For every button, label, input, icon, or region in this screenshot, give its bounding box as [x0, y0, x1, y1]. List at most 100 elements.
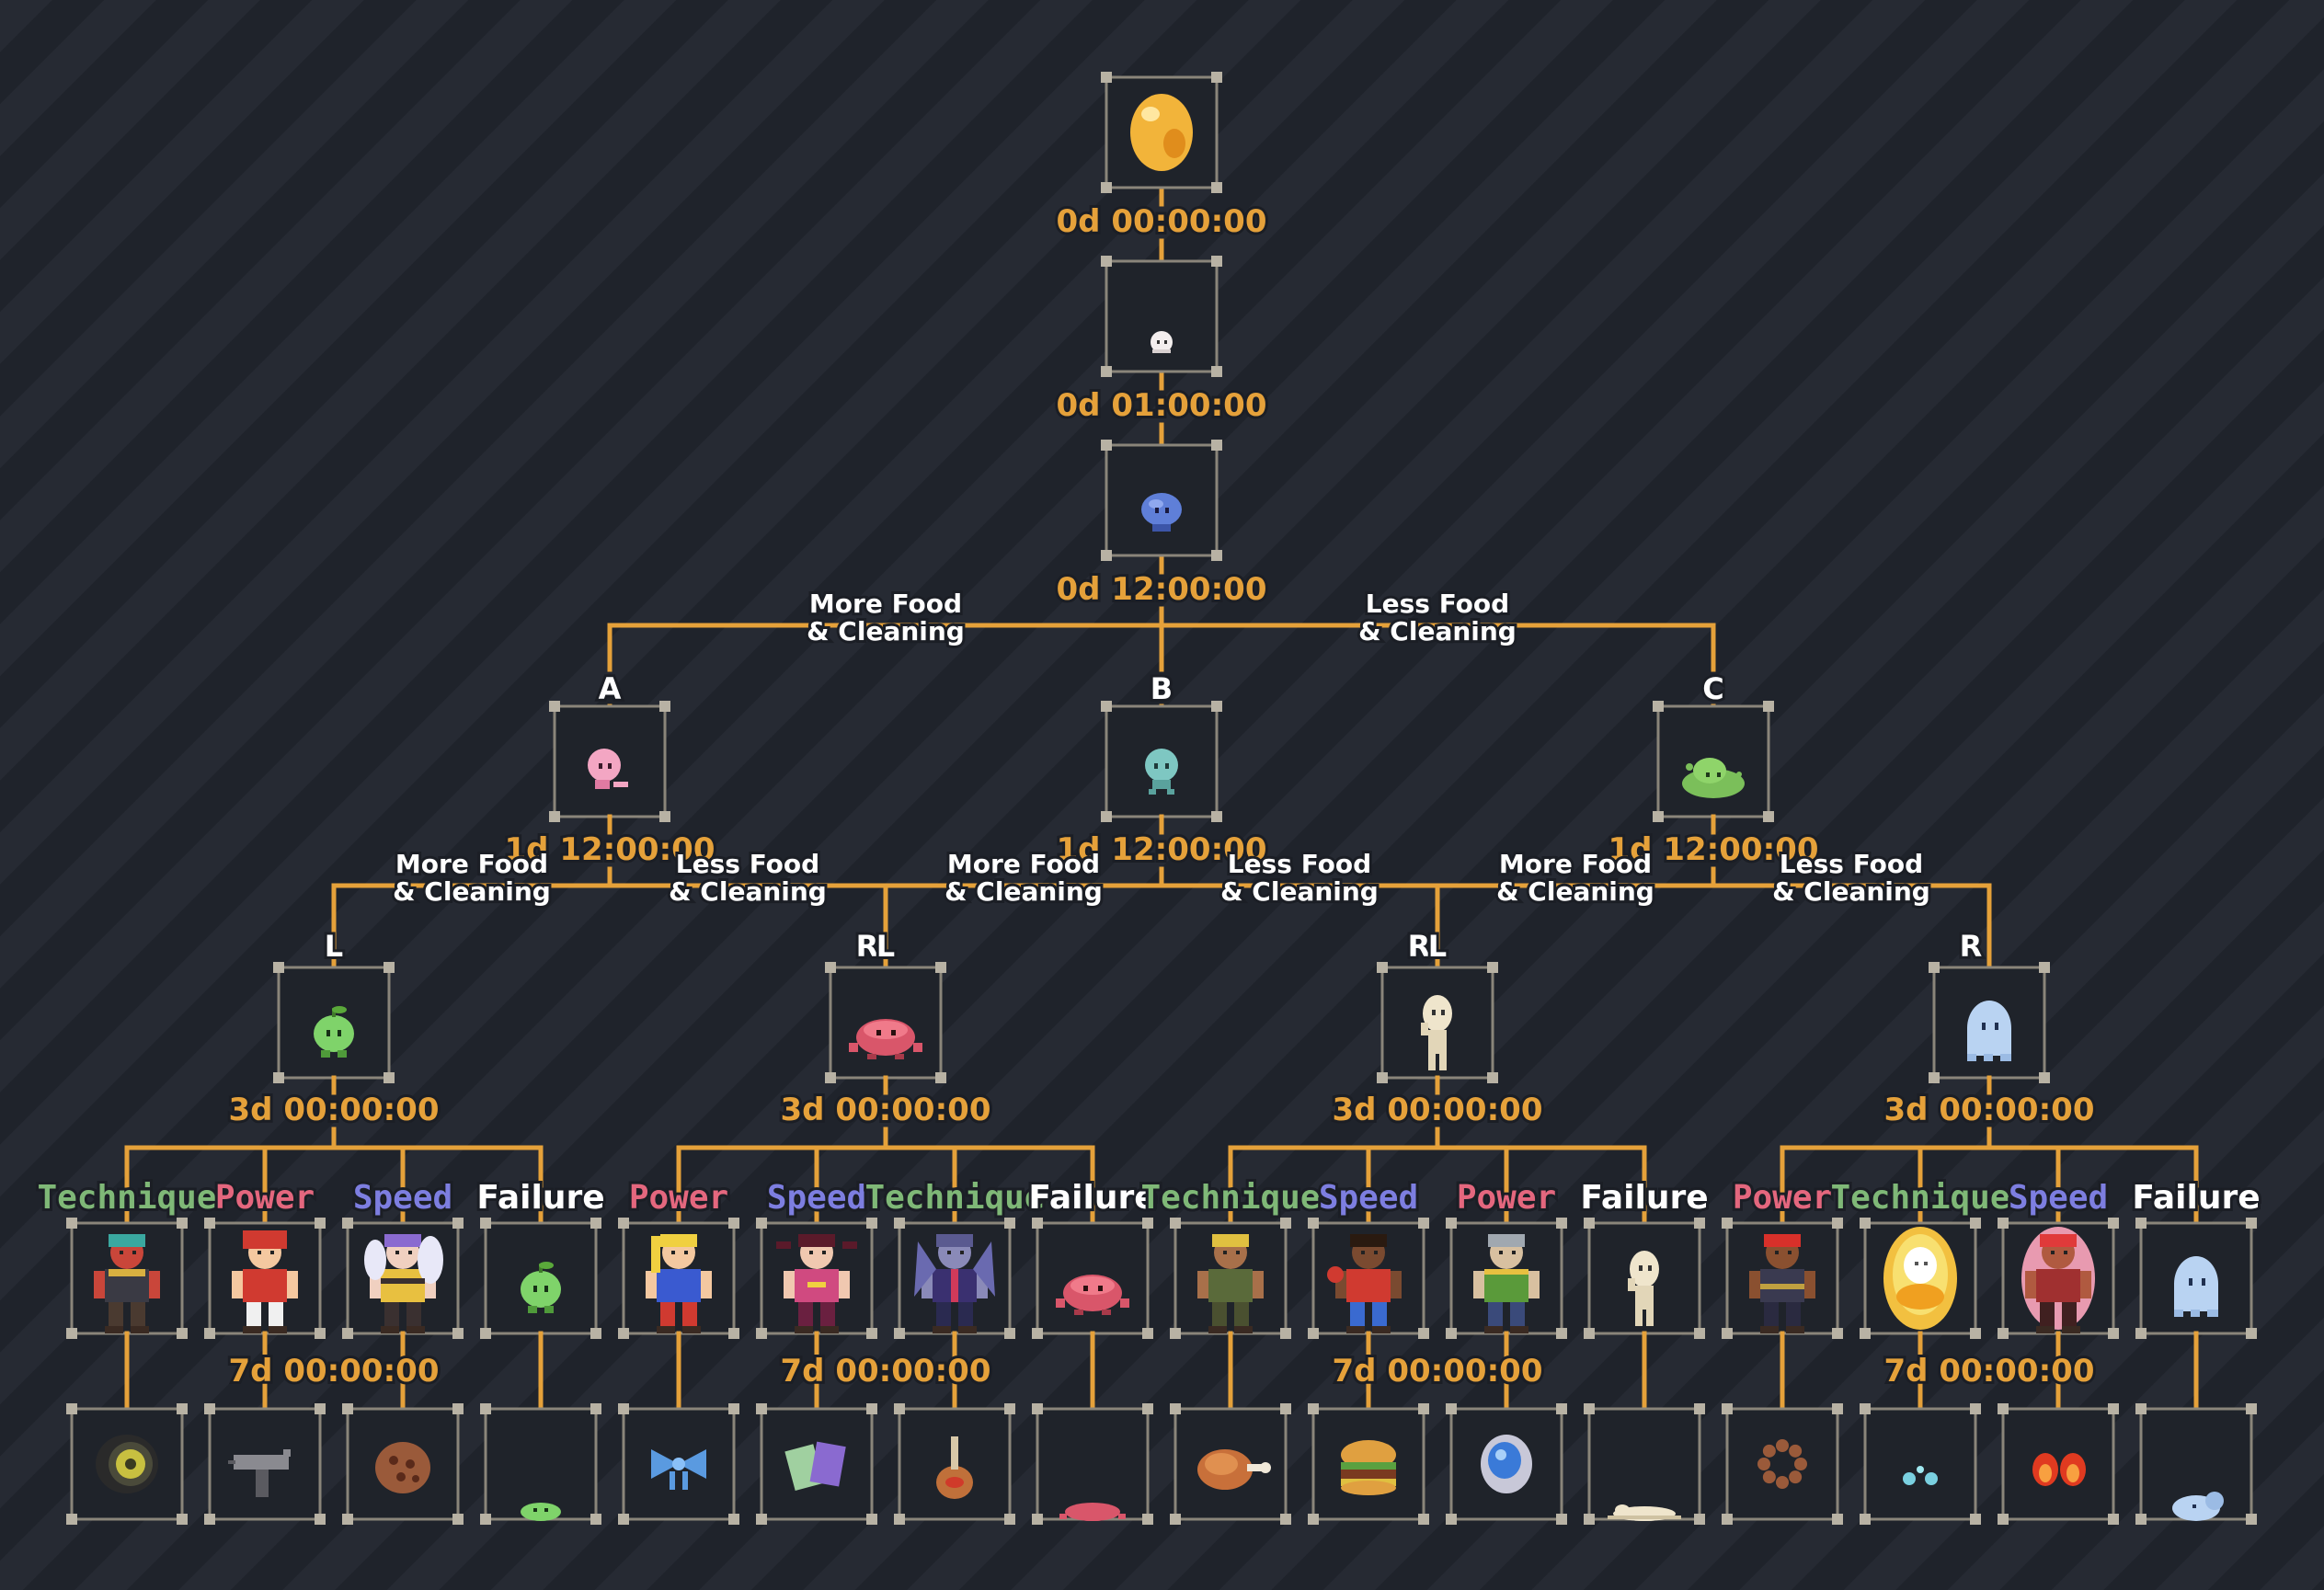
- stat-label-power: Power: [1733, 1179, 1832, 1217]
- stat-label-speed: Speed: [2009, 1179, 2108, 1217]
- item-node: [1998, 1403, 2119, 1525]
- pink-crab-icon: [1056, 1275, 1129, 1315]
- golden-aura-spirit-icon: [1883, 1227, 1957, 1330]
- condition-label: Less Food: [1366, 589, 1509, 619]
- item-node: [1446, 1403, 1567, 1525]
- kid-time-label: 3d 00:00:00: [781, 1092, 991, 1128]
- final-node-failure: [2135, 1218, 2257, 1339]
- pale-ghost-icon: [1967, 1001, 2011, 1061]
- kid-time-label: 3d 00:00:00: [1333, 1092, 1543, 1128]
- teal-blob-icon: [1145, 749, 1178, 795]
- branch-letter: B: [1151, 671, 1173, 706]
- condition-label: & Cleaning: [1358, 616, 1517, 646]
- bone-figure-icon: [1421, 995, 1452, 1070]
- condition-label: & Cleaning: [1772, 876, 1930, 907]
- condition-label: & Cleaning: [944, 876, 1103, 907]
- branch-time-label: 1d 12:00:00: [505, 831, 716, 868]
- final-node-power: [1722, 1218, 1843, 1339]
- item-node: [2135, 1403, 2257, 1525]
- winged-demon-icon: [914, 1234, 995, 1333]
- condition-label: & Cleaning: [1496, 876, 1654, 907]
- condition-label: More Food: [947, 849, 1100, 879]
- uzi-gun-icon: [228, 1449, 291, 1497]
- stat-label-technique: Technique: [864, 1179, 1044, 1217]
- item-node: [1584, 1403, 1705, 1525]
- stat-label-power: Power: [1457, 1179, 1556, 1217]
- condition-label: More Food: [395, 849, 548, 879]
- item-node: [1032, 1403, 1153, 1525]
- condition-label: Less Food: [1228, 849, 1371, 879]
- final-node-technique: [1860, 1218, 1981, 1339]
- cards-icon: [784, 1441, 846, 1492]
- stage-time-label: 0d 00:00:00: [1057, 203, 1267, 240]
- stage-node-baby: [1101, 256, 1222, 377]
- blue-drops-icon: [1903, 1466, 1938, 1485]
- green-sprout-icon: [314, 1006, 354, 1058]
- stat-label-failure: Failure: [476, 1179, 604, 1217]
- item-node: [1308, 1403, 1429, 1525]
- final-node-speed: [1308, 1218, 1429, 1339]
- kid-time-label: 3d 00:00:00: [1333, 1092, 1543, 1128]
- condition-label: & Cleaning: [669, 876, 827, 907]
- item-node: [342, 1403, 464, 1525]
- stat-label-speed: Speed: [353, 1179, 452, 1217]
- pink-aura-brawler-icon: [2021, 1227, 2095, 1333]
- kid-node-A-L: [273, 962, 395, 1083]
- final-node-technique: [66, 1218, 188, 1339]
- stat-label-power: Power: [215, 1179, 315, 1217]
- blue-gem-ring-icon: [1481, 1435, 1532, 1493]
- kid-letter: L: [1428, 929, 1447, 964]
- branch-time-label: 1d 12:00:00: [1608, 831, 1819, 868]
- final-time-label: 7d 00:00:00: [229, 1353, 440, 1390]
- final-node-power: [618, 1218, 739, 1339]
- stat-label-technique: Technique: [1830, 1179, 2009, 1217]
- pink-crab-remains-icon: [1059, 1503, 1126, 1521]
- cookie-icon: [375, 1442, 430, 1493]
- soldier-fighter-icon: [1197, 1234, 1264, 1333]
- stat-label-speed: Speed: [767, 1179, 866, 1217]
- red-hair-brawler-icon: [1749, 1234, 1815, 1333]
- kid-node-C-L: [1377, 962, 1498, 1083]
- final-time-label: 7d 00:00:00: [1333, 1353, 1543, 1390]
- condition-label: Less Food: [676, 849, 819, 879]
- final-node-failure: [1584, 1218, 1705, 1339]
- final-node-failure: [1032, 1218, 1153, 1339]
- final-node-technique: [894, 1218, 1015, 1339]
- twin-tail-fighter-icon: [776, 1234, 857, 1333]
- branch-letter: C: [1702, 671, 1723, 706]
- bead-bracelet-icon: [1757, 1439, 1807, 1489]
- branch-node-C: [1653, 701, 1774, 822]
- stat-label-failure: Failure: [1028, 1179, 1156, 1217]
- kid-letter: R: [1408, 929, 1431, 964]
- kid-time-label: 3d 00:00:00: [229, 1092, 440, 1128]
- final-node-power: [204, 1218, 326, 1339]
- red-oni-fighter-icon: [94, 1234, 160, 1333]
- green-slime-icon: [1682, 758, 1745, 798]
- kid-letter: L: [325, 929, 343, 964]
- branch-time-label: 1d 12:00:00: [1057, 831, 1267, 868]
- tire-icon: [96, 1435, 158, 1493]
- stat-label-technique: Technique: [1140, 1179, 1320, 1217]
- final-node-power: [1446, 1218, 1567, 1339]
- item-node: [618, 1403, 739, 1525]
- final-node-speed: [342, 1218, 464, 1339]
- boxer-fighter-icon: [1327, 1234, 1402, 1333]
- stage-time-label: 0d 01:00:00: [1057, 387, 1267, 424]
- condition-label: Less Food: [1780, 849, 1923, 879]
- kid-time-label: 3d 00:00:00: [781, 1092, 991, 1128]
- pale-ghost-icon: [2174, 1256, 2218, 1317]
- item-node: [480, 1403, 601, 1525]
- burger-icon: [1341, 1440, 1396, 1495]
- bee-fairy-icon: [364, 1234, 443, 1333]
- red-hood-girl-icon: [232, 1230, 298, 1333]
- stage-time-label: 0d 12:00:00: [1057, 571, 1267, 608]
- condition-label: & Cleaning: [807, 616, 965, 646]
- branch-node-A: [549, 701, 670, 822]
- ghost-remains-icon: [2172, 1492, 2224, 1521]
- stat-label-failure: Failure: [1580, 1179, 1708, 1217]
- kid-node-C-R: [1929, 962, 2050, 1083]
- stat-label-power: Power: [629, 1179, 728, 1217]
- condition-label: More Food: [809, 589, 962, 619]
- stat-label-speed: Speed: [1319, 1179, 1418, 1217]
